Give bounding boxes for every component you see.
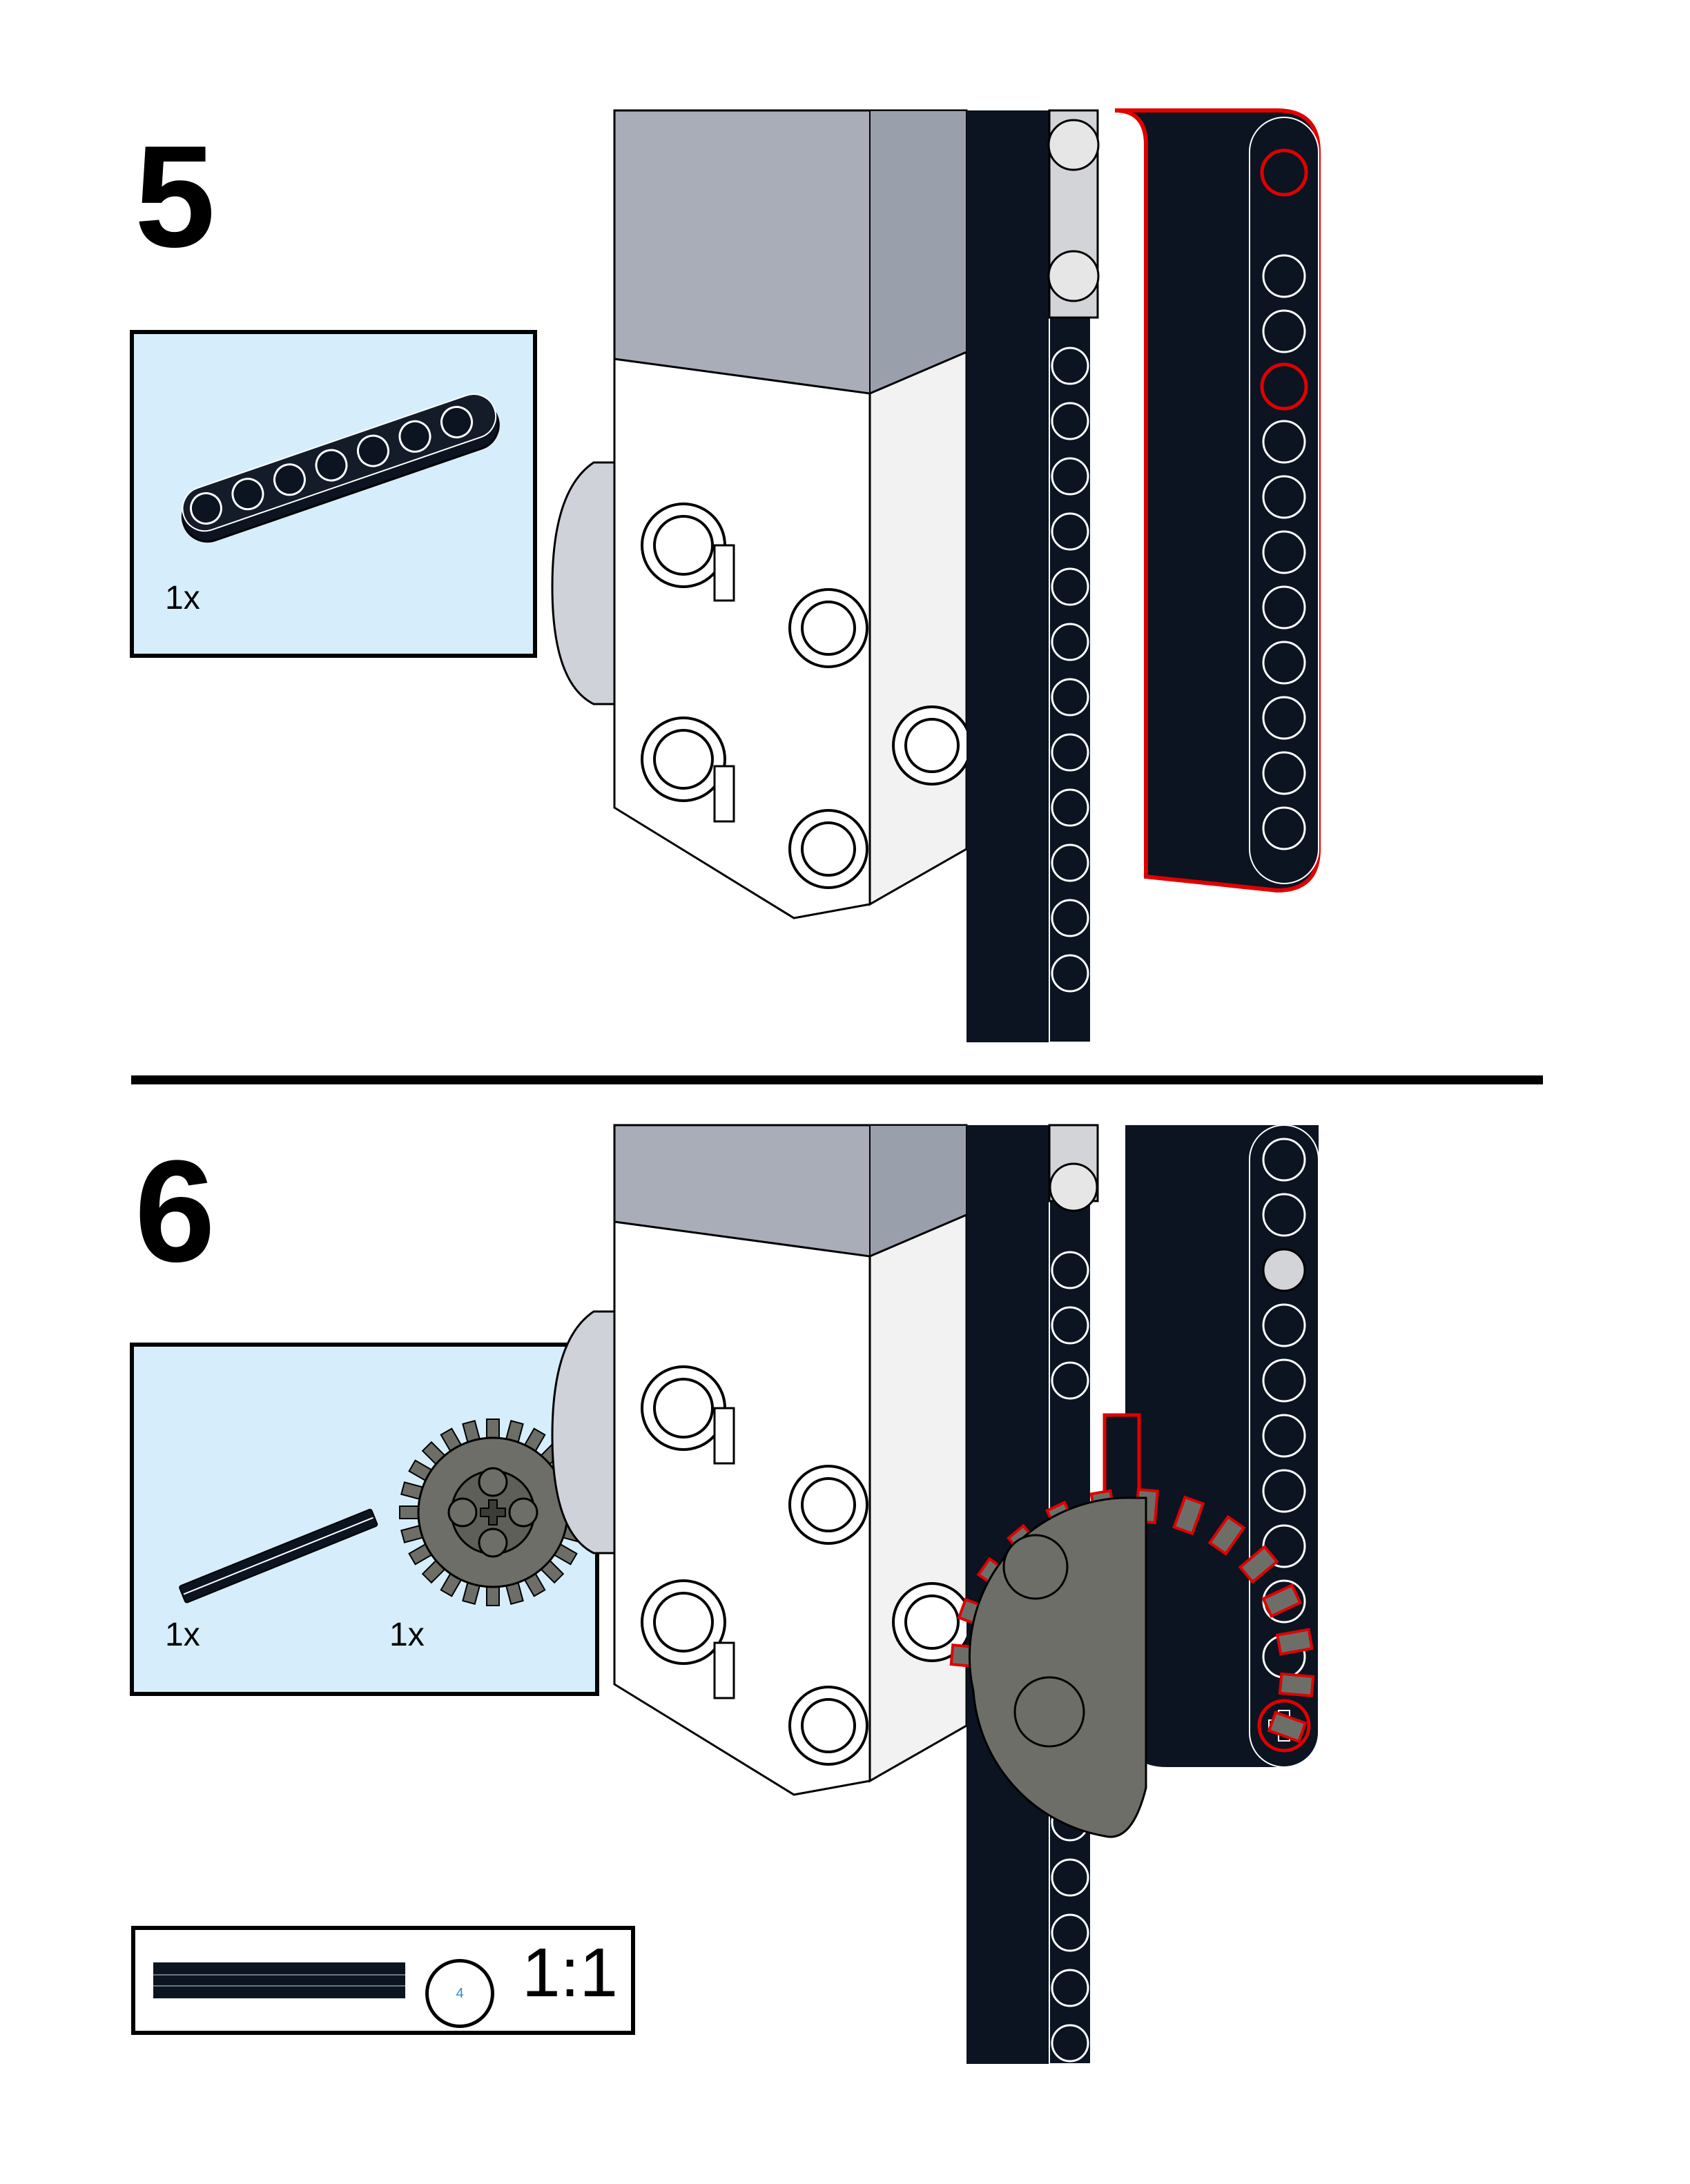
step-divider xyxy=(131,1075,1543,1084)
step-5-assembly-illustration xyxy=(551,108,1321,1043)
step-5-parts-list: 1x xyxy=(130,330,537,658)
black-7-hole-beam-icon xyxy=(181,393,500,543)
step-6-assembly-illustration xyxy=(551,1124,1319,2065)
step-6-gear-quantity: 1x xyxy=(389,1617,425,1653)
step-6-axle-quantity: 1x xyxy=(165,1617,200,1653)
step-5-number: 5 xyxy=(135,115,215,277)
step-6-number: 6 xyxy=(135,1130,215,1292)
step-6-parts-list: 1x 1x xyxy=(130,1343,599,1696)
black-axle-icon xyxy=(179,1508,378,1603)
step-5-beam-quantity: 1x xyxy=(165,580,200,616)
axle-scale-indicator: 4 1:1 xyxy=(131,1926,635,2035)
scale-ratio: 1:1 xyxy=(522,1934,619,2011)
page-number: 4 xyxy=(425,1959,494,2028)
axle-length-reference xyxy=(153,1962,405,1998)
